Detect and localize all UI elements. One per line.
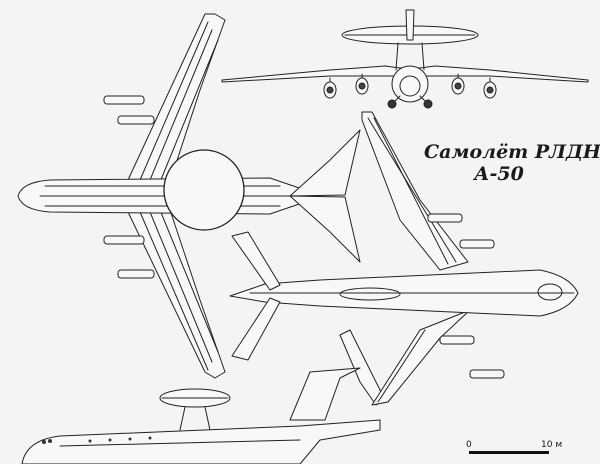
aircraft-title: Самолёт РЛДН: [424, 141, 600, 163]
scale-zero-label: 0: [466, 440, 472, 450]
scale-bar: [469, 451, 549, 454]
side-view: [21, 367, 381, 464]
top-view: [17, 13, 361, 379]
scale-ten-label: 10 м: [541, 440, 563, 450]
bottom-view: [229, 111, 579, 406]
aircraft-model: А-50: [474, 163, 524, 185]
front-view: [221, 9, 589, 109]
